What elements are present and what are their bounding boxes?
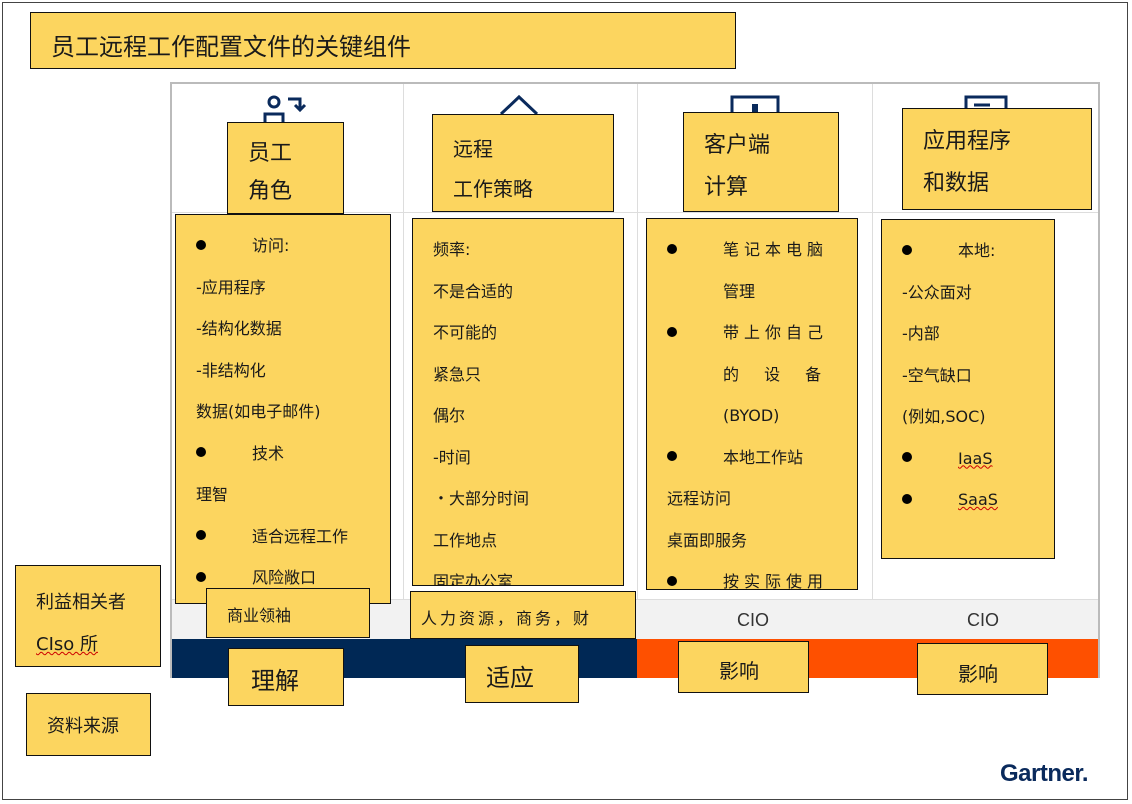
stage-influence-1: 影响 [678, 641, 809, 693]
stakeholder-col4: CIO [967, 610, 1000, 630]
stakeholder-hr-finance: 人力资源，商务，财 [410, 591, 636, 639]
header-remote-policy: 远程工作策略 [432, 114, 614, 212]
list-employee-role: 访问: -应用程序 -结构化数据 -非结构化 数据(如电子邮件) 技术 理智 适… [175, 214, 391, 604]
stakeholder-col3: CIO [737, 610, 770, 630]
header-client-computing: 客户端计算 [683, 112, 839, 212]
monitor-icon [730, 95, 780, 114]
source-note: 资料来源 [26, 693, 151, 756]
header-apps-data: 应用程序和数据 [902, 108, 1092, 210]
user-swap-icon [263, 95, 307, 122]
stage-influence-2: 影响 [917, 643, 1048, 695]
list-client-computing: 笔记本电脑 管理 带上你自己 的 设 备 (BYOD) 本地工作站 远程访问 桌… [646, 218, 858, 590]
home-icon [499, 94, 539, 114]
title-note: 员工远程工作配置文件的关键组件 [30, 12, 736, 69]
header-employee-role: 员工角色 [227, 122, 344, 214]
list-apps-data: 本地: -公众面对 -内部 -空气缺口 (例如,SOC) IaaS SaaS [881, 219, 1055, 559]
stage-understand: 理解 [228, 648, 344, 706]
list-remote-policy: 频率: 不是合适的 不可能的 紧急只 偶尔 -时间 ・大部分时间 工作地点 固定… [412, 218, 624, 586]
stage-adapt: 适应 [465, 645, 579, 703]
stakeholder-business-leaders: 商业领袖 [206, 588, 370, 638]
stakeholders-note: 利益相关者 CIso 所 [15, 565, 161, 667]
gartner-logo: Gartner. [1000, 760, 1089, 787]
